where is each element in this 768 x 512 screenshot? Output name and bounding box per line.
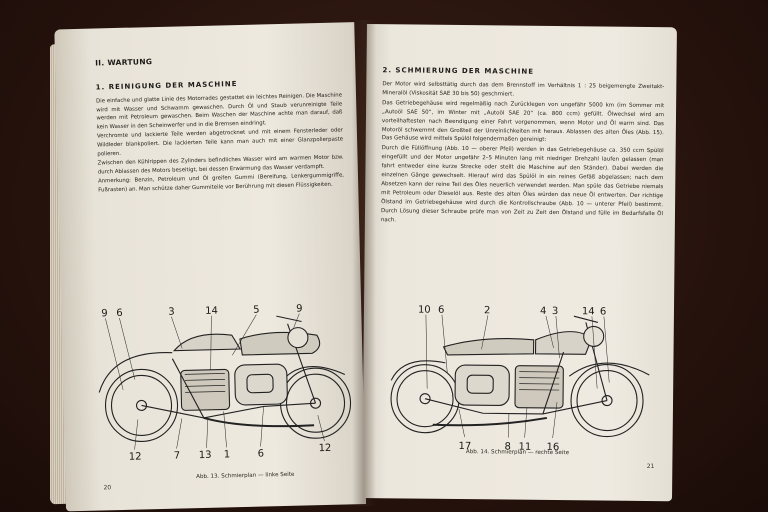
figure-caption: Abb. 13. Schmierplan — linke Seite	[196, 471, 295, 481]
right-page: 2. SCHMIERUNG DER MASCHINE Der Motor wir…	[362, 24, 677, 502]
book-gutter-shadow	[352, 20, 376, 506]
chapter-header: II. WARTUNG	[95, 57, 153, 68]
paragraph: Der Motor wird selbsttätig durch das dem…	[382, 81, 665, 98]
page-number: 20	[103, 484, 112, 492]
callout-label: 6	[116, 308, 123, 319]
callout-label: 16	[546, 442, 559, 453]
callout-label: 3	[552, 306, 558, 317]
paragraph: Die einfache und glatte Linie des Motorr…	[96, 92, 343, 131]
callout-label: 7	[174, 451, 181, 462]
callout-label: 8	[504, 441, 510, 452]
callout-label: 2	[484, 305, 490, 316]
callout-label: 14	[205, 306, 218, 317]
left-page: II. WARTUNG 1. REINIGUNG DER MASCHINE Di…	[54, 22, 367, 512]
callout-label: 12	[129, 451, 142, 462]
callout-label: 6	[258, 448, 265, 459]
callout-label: 1	[224, 449, 231, 460]
callout-label: 13	[199, 450, 212, 461]
callout-label: 3	[168, 307, 175, 318]
callout-label: 9	[296, 303, 303, 314]
callout-label: 4	[540, 306, 546, 317]
paragraph: Durch die Füllöffnung (Abb. 10 — oberer …	[380, 145, 664, 223]
section-title-cleaning: 1. REINIGUNG DER MASCHINE	[95, 80, 238, 92]
callout-label: 17	[458, 441, 471, 452]
callout-label: 5	[253, 305, 260, 316]
motorcycle-diagram-left: 9 6 3 14 5 9 12 7 13 1 6 12	[60, 274, 365, 471]
page-number: 21	[646, 462, 655, 471]
callout-label: 6	[600, 306, 606, 317]
callout-label: 6	[438, 305, 444, 316]
callout-label: 14	[582, 306, 595, 317]
callout-label: 10	[418, 305, 431, 316]
callout-label: 9	[101, 308, 108, 319]
callout-label: 11	[518, 442, 531, 453]
paragraph: Das Getriebegehäuse wird regelmäßig nach…	[381, 100, 665, 144]
motorcycle-diagram-right: 10 6 2 4 3 14 6 17 8 11 16	[362, 276, 674, 459]
section-title-lubrication: 2. SCHMIERUNG DER MASCHINE	[382, 66, 535, 76]
callout-label: 12	[318, 443, 331, 454]
